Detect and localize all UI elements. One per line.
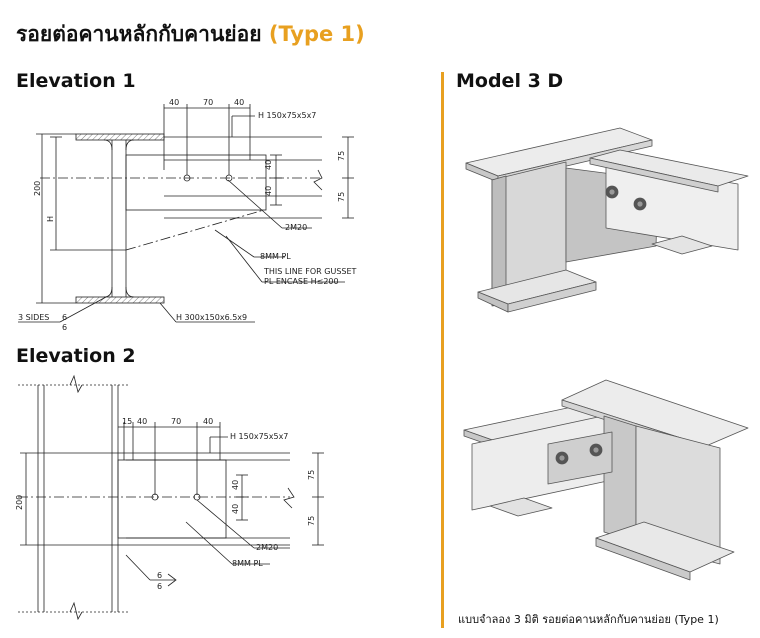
e1-dim-far-right-2: 75	[337, 192, 346, 202]
e1-dim-top-3: 40	[234, 98, 244, 107]
section-elevation-1: Elevation 1	[16, 70, 136, 92]
section-divider	[441, 72, 444, 628]
e1-label-plate: 8MM PL	[260, 252, 291, 261]
section-elevation-2: Elevation 2	[16, 345, 136, 367]
e2-dim-right-2: 40	[231, 504, 240, 514]
e2-dim-200: 200	[15, 495, 24, 510]
page-title: รอยต่อคานหลักกับคานย่อย (Type 1)	[16, 18, 365, 51]
e1-weld-size-bottom: 6	[62, 323, 67, 332]
title-accent: (Type 1)	[268, 22, 365, 46]
section-model-3d: Model 3 D	[456, 70, 564, 92]
e2-weld-size-top: 6	[157, 571, 162, 580]
e2-dim-top-2: 40	[137, 417, 147, 426]
elevation-1-drawing: 40 70 40 40 40 75 75 200 H H 150x75x5x7 …	[18, 98, 357, 332]
e1-label-secondary-beam: H 150x75x5x7	[258, 111, 316, 120]
e1-label-main-beam: H 300x150x6.5x9	[176, 313, 247, 322]
e1-weld-size-top: 6	[62, 313, 67, 322]
e2-dim-far-right-1: 75	[307, 470, 316, 480]
main-beam-bottom-flange	[75, 296, 165, 304]
model-2	[463, 379, 749, 581]
e2-weld-size-bottom: 6	[157, 582, 162, 591]
e2-dim-top-1: 15	[122, 417, 132, 426]
e2-dim-top-4: 40	[203, 417, 213, 426]
e1-dim-right-2: 40	[264, 186, 273, 196]
e1-dim-H: H	[46, 216, 55, 222]
e2-dim-top-3: 70	[171, 417, 181, 426]
e2-label-bolts: 2M20	[256, 543, 278, 552]
e2-label-secondary-beam: H 150x75x5x7	[230, 432, 288, 441]
e1-label-gusset-1: THIS LINE FOR GUSSET	[263, 267, 357, 276]
e2-fin-plate	[117, 459, 227, 539]
e2-label-plate: 8MM PL	[232, 559, 263, 568]
e1-dim-right-1: 40	[264, 160, 273, 170]
model-caption: แบบจำลอง 3 มิติ รอยต่อคานหลักกับคานย่อย …	[458, 613, 719, 626]
title-main: รอยต่อคานหลักกับคานย่อย	[16, 22, 262, 46]
e1-weld-label: 3 SIDES	[18, 313, 49, 322]
elevation-2-drawing: 15 40 70 40 40 40 75 75 200 H 150x75x5x7…	[15, 374, 324, 621]
e1-dim-200: 200	[33, 181, 42, 196]
e1-dim-far-right-1: 75	[337, 151, 346, 161]
e2-dim-right-1: 40	[231, 480, 240, 490]
e2-dim-far-right-2: 75	[307, 516, 316, 526]
fin-plate	[125, 154, 267, 211]
e1-dim-top-1: 40	[169, 98, 179, 107]
e1-dim-top-2: 70	[203, 98, 213, 107]
e1-label-gusset-2: PL ENCASE H≤200	[264, 277, 339, 286]
model-1	[465, 127, 749, 313]
e1-label-bolts: 2M20	[285, 223, 307, 232]
